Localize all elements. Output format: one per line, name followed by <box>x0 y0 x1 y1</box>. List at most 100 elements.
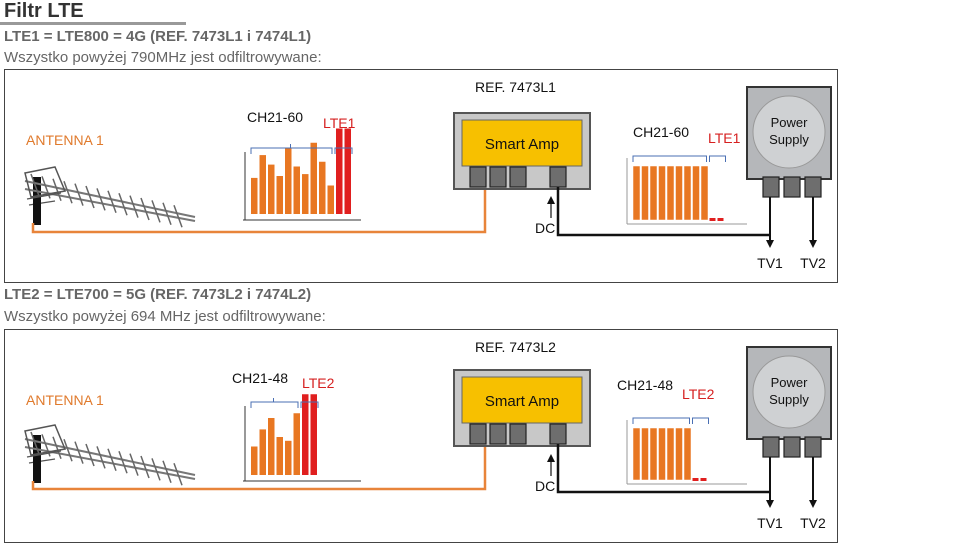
output-spectrum-bar <box>632 427 641 481</box>
section-heading-lte2: LTE2 = LTE700 = 5G (REF. 7473L2 i 7474L2… <box>4 286 312 303</box>
title-underline <box>0 22 186 25</box>
input-spectrum-bar <box>293 166 300 214</box>
antenna-cable <box>31 189 487 234</box>
power-supply-label-line1: Power <box>771 375 809 390</box>
output-spectrum-bar <box>649 427 658 481</box>
input-spectrum-bar <box>276 176 283 214</box>
output-spectrum-bar <box>683 165 692 221</box>
input-channels-label: CH21-48 <box>232 370 288 386</box>
amplifier-panel <box>461 119 583 167</box>
input-channels-bracket <box>250 144 333 154</box>
input-lte-label: LTE1 <box>323 115 356 131</box>
amplifier-port <box>469 423 487 445</box>
dc-arrow-head <box>547 454 555 462</box>
output-spectrum-lte-bar <box>717 218 724 221</box>
amplifier-label: Smart Amp <box>485 393 559 410</box>
output-spectrum-lte-bar <box>692 478 699 481</box>
antenna-label: ANTENNA 1 <box>26 392 104 408</box>
input-spectrum-bar <box>302 174 309 214</box>
input-spectrum-lte-bar <box>310 394 317 475</box>
power-supply-label-line2: Supply <box>769 392 809 407</box>
amplifier-output-port <box>549 423 567 445</box>
input-spectrum-lte-bar <box>302 394 309 475</box>
input-spectrum-bar <box>310 142 317 214</box>
power-supply-label-line2: Supply <box>769 132 809 147</box>
tv1-output-arrow-head <box>766 240 774 248</box>
output-spectrum-lte-bar <box>700 478 707 481</box>
amplifier-port <box>509 423 527 445</box>
output-spectrum-bar <box>649 165 658 221</box>
amplifier-port <box>469 166 487 188</box>
output-spectrum-bar <box>692 165 700 221</box>
output-spectrum-bar <box>632 165 641 221</box>
tv1-output-label: TV1 <box>757 255 783 271</box>
output-spectrum-bar <box>658 165 666 221</box>
tv2-output-arrow-head <box>809 240 817 248</box>
antenna-icon <box>24 424 196 486</box>
input-channels-label: CH21-60 <box>247 109 303 125</box>
dc-label: DC <box>535 478 555 494</box>
input-lte-bracket <box>300 401 319 408</box>
dc-arrow-head <box>547 196 555 204</box>
input-spectrum-bar <box>319 161 326 214</box>
power-supply-dial <box>752 355 826 429</box>
output-cable <box>556 444 770 494</box>
antenna-label: ANTENNA 1 <box>26 132 104 148</box>
section-subheading-lte2: Wszystko powyżej 694 MHz jest odfiltrowy… <box>4 308 326 325</box>
amplifier-panel <box>461 376 583 424</box>
tv1-output-arrow-head <box>766 500 774 508</box>
output-lte-bracket <box>709 155 726 162</box>
power-supply-port <box>783 436 801 458</box>
power-supply-port <box>762 176 780 198</box>
input-spectrum-bar <box>259 155 266 214</box>
output-channels-label: CH21-48 <box>617 377 673 393</box>
tv2-output-arrow-head <box>809 500 817 508</box>
output-channels-label: CH21-60 <box>633 124 689 140</box>
antenna-cable <box>31 446 487 491</box>
output-cable <box>556 187 770 237</box>
tv2-output-label: TV2 <box>800 255 826 271</box>
output-lte-label: LTE2 <box>682 386 715 402</box>
input-spectrum-lte-bar <box>344 128 351 214</box>
input-spectrum-lte-bar <box>336 128 343 214</box>
antenna-icon <box>24 166 196 228</box>
power-supply-port <box>804 436 822 458</box>
amplifier-port <box>489 423 507 445</box>
output-spectrum-bar <box>658 427 666 481</box>
output-spectrum-bar <box>700 165 709 221</box>
output-spectrum-bar <box>675 427 683 481</box>
output-spectrum-bar <box>666 427 675 481</box>
input-spectrum-bar <box>293 413 300 475</box>
dc-label: DC <box>535 220 555 236</box>
section-subheading-lte1: Wszystko powyżej 790MHz jest odfiltrowyw… <box>4 49 322 66</box>
output-spectrum-bar <box>641 427 649 481</box>
amplifier-ref-label: REF. 7473L1 <box>475 79 556 95</box>
tv2-output-label: TV2 <box>800 515 826 531</box>
power-supply-port <box>762 436 780 458</box>
tv1-output-label: TV1 <box>757 515 783 531</box>
amplifier-port <box>509 166 527 188</box>
output-spectrum-bar <box>675 165 683 221</box>
amplifier-ref-label: REF. 7473L2 <box>475 339 556 355</box>
amplifier-label: Smart Amp <box>485 136 559 153</box>
input-spectrum-bar <box>251 446 258 475</box>
input-channels-bracket <box>250 398 299 408</box>
input-lte-label: LTE2 <box>302 375 335 391</box>
amplifier-output-port <box>549 166 567 188</box>
input-spectrum-bar <box>285 440 292 475</box>
power-supply-port <box>783 176 801 198</box>
output-spectrum-bar <box>683 427 692 481</box>
input-spectrum-bar <box>259 429 266 475</box>
input-spectrum-bar <box>285 147 292 214</box>
power-supply-dial <box>752 95 826 169</box>
page-title: Filtr LTE <box>4 0 84 22</box>
input-spectrum-bar <box>276 437 283 475</box>
output-channels-bracket <box>632 417 690 424</box>
power-supply-port <box>804 176 822 198</box>
input-spectrum-bar <box>327 185 334 214</box>
output-channels-bracket <box>632 155 707 162</box>
